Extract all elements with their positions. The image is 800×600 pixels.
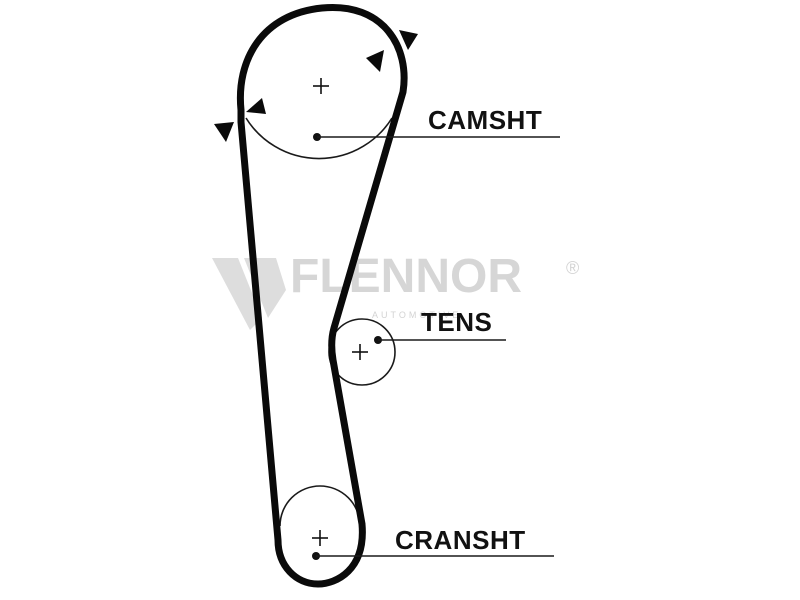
camshaft-timing-mark-right — [366, 30, 418, 72]
watermark-registered-mark: ® — [566, 258, 579, 278]
tensioner-label: TENS — [421, 307, 492, 337]
crankshaft-leader — [312, 552, 554, 560]
camshaft-timing-mark-left — [214, 98, 266, 142]
arrow-right-lower-icon — [366, 50, 384, 72]
tensioner-center-cross — [352, 344, 368, 360]
arrow-left-lower-icon — [214, 122, 234, 142]
arrow-left-upper-icon — [246, 98, 266, 114]
arrow-right-upper-icon — [399, 30, 418, 50]
timing-belt — [236, 4, 408, 588]
camshaft-label: CAMSHT — [428, 105, 542, 135]
tensioner-leader — [374, 336, 506, 344]
crankshaft-center-cross — [312, 530, 328, 546]
watermark-subtitle: AUTOMOTIVE — [372, 310, 461, 320]
flennor-logo-icon — [212, 258, 262, 330]
crankshaft-label: CRANSHT — [395, 525, 526, 555]
flennor-watermark: FLENNOR ® AUTOMOTIVE — [212, 250, 579, 330]
camshaft-leader — [313, 133, 560, 141]
watermark-brand: FLENNOR — [290, 250, 522, 303]
camshaft-center-cross — [313, 78, 329, 94]
crankshaft-pulley-arc — [279, 485, 361, 527]
